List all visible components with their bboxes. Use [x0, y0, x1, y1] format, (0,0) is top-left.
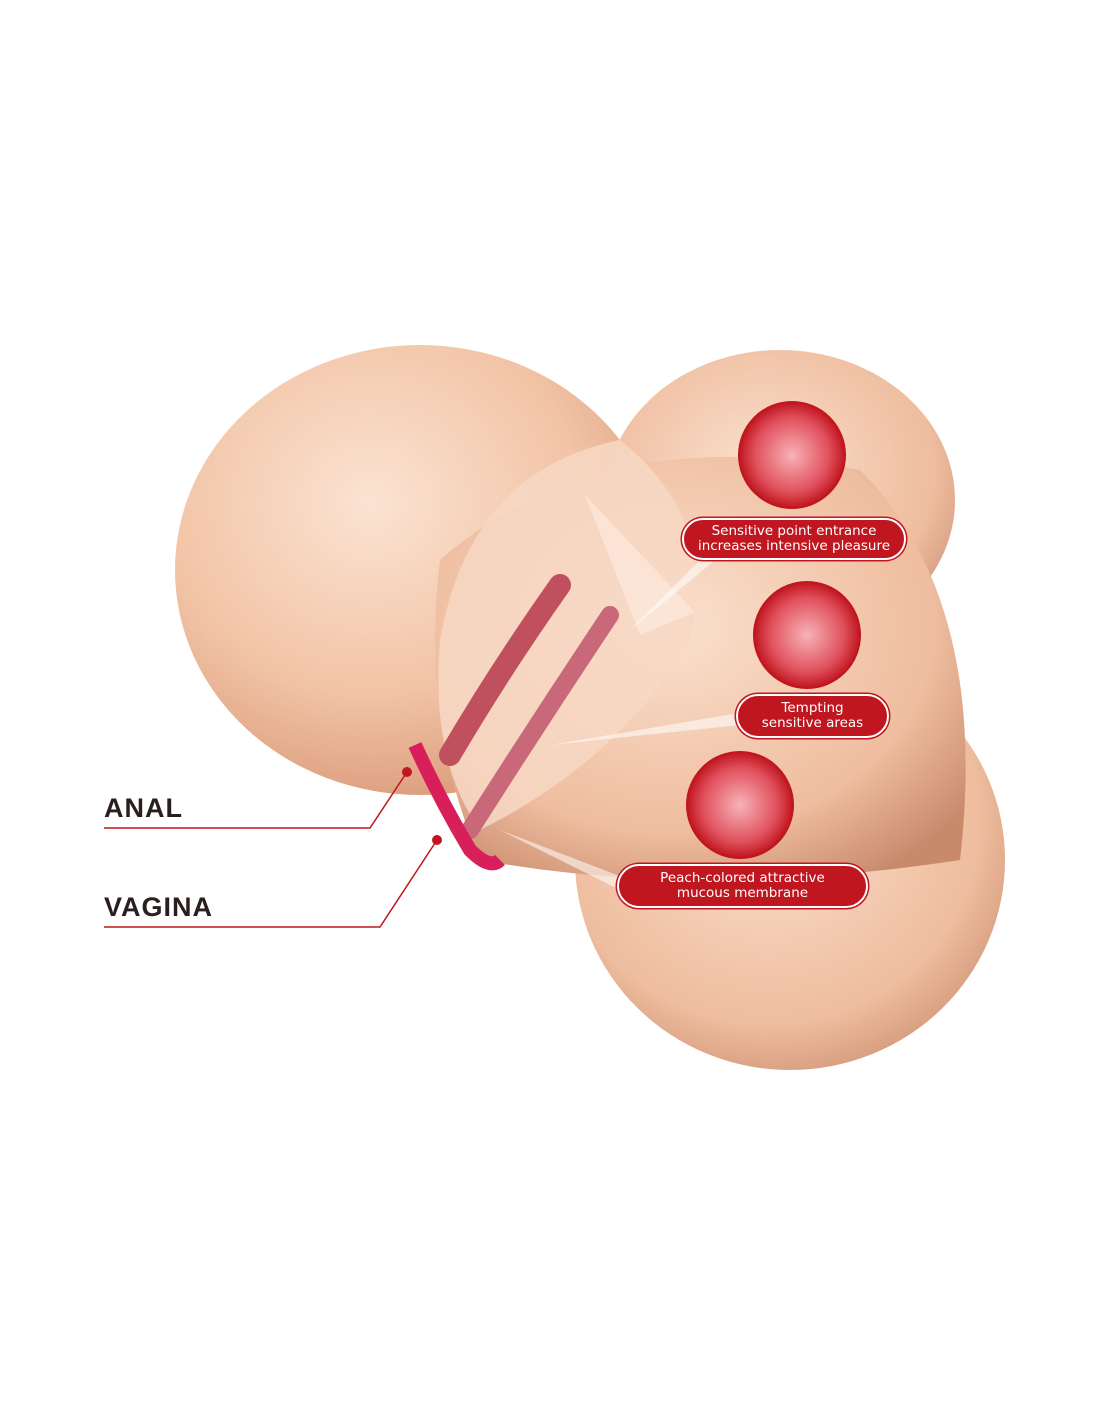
texture-circle-entrance — [738, 401, 846, 509]
callout-membrane-line1: Peach-colored attractive — [660, 870, 825, 886]
anal-label: ANAL — [104, 793, 183, 823]
callout-sensitive-line1: Tempting — [781, 700, 844, 716]
leader-lines — [104, 771, 438, 928]
callout-entrance-line1: Sensitive point entrance — [711, 523, 877, 539]
texture-circle-membrane — [686, 751, 794, 859]
product-body — [175, 345, 1005, 1070]
vaginal-channel — [461, 606, 619, 839]
vagina-dot — [432, 835, 442, 845]
callout-beams — [500, 548, 745, 895]
cutaway-section — [438, 440, 697, 830]
callout-membrane: Peach-colored attractive mucous membrane — [617, 864, 868, 908]
vagina-leader-line — [104, 839, 438, 928]
callout-entrance-line2: increases intensive pleasure — [697, 538, 891, 554]
callout-entrance: Sensitive point entrance increases inten… — [682, 518, 906, 560]
callout-sensitive-line2: sensitive areas — [761, 715, 864, 731]
texture-circles — [686, 401, 861, 859]
texture-circle-sensitive — [753, 581, 861, 689]
callout-membrane-line2: mucous membrane — [676, 885, 809, 901]
anal-leader-line — [104, 771, 408, 829]
anal-channel — [439, 574, 571, 766]
callout-sensitive: Tempting sensitive areas — [736, 694, 889, 738]
vagina-label: VAGINA — [104, 892, 214, 922]
anal-dot — [402, 767, 412, 777]
